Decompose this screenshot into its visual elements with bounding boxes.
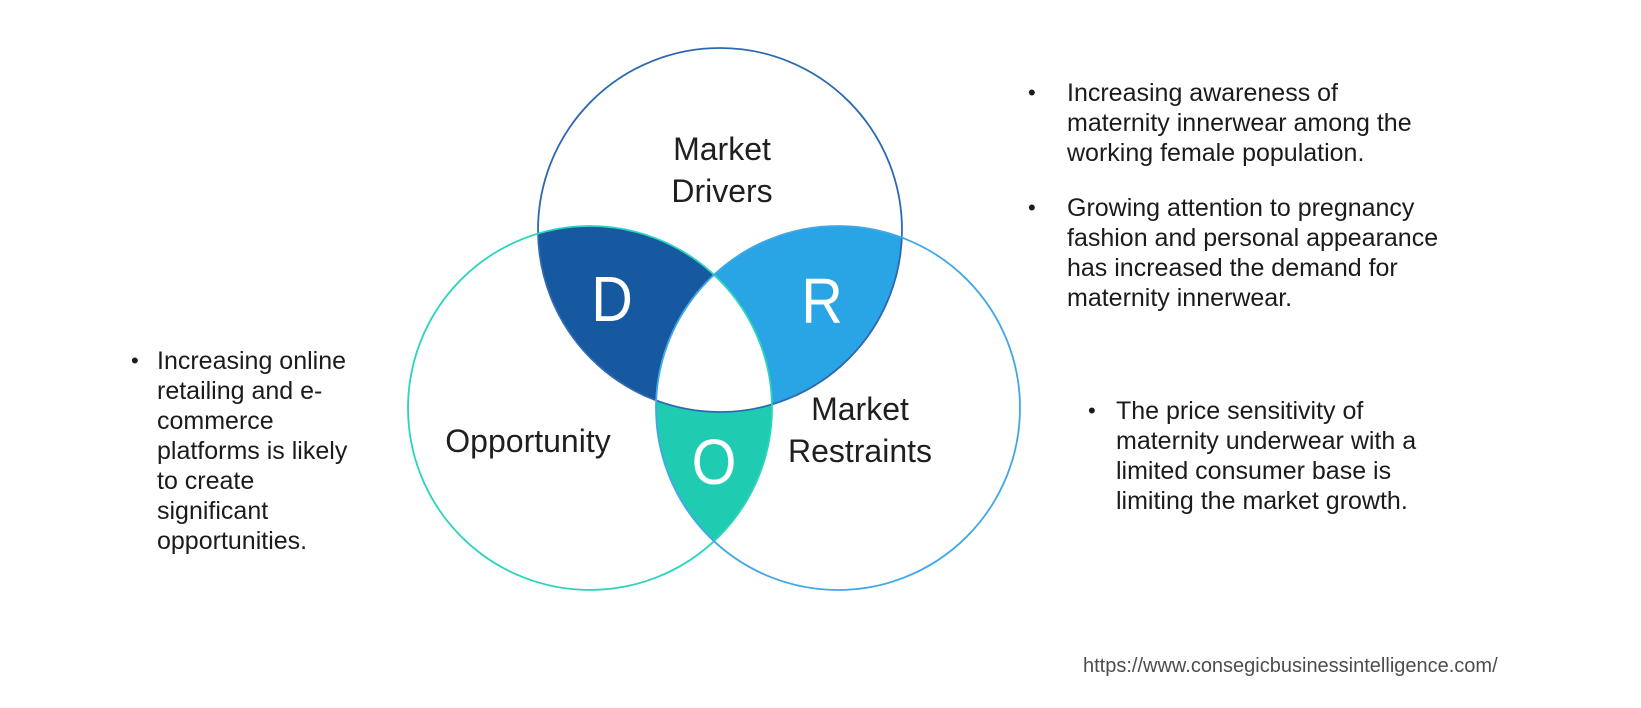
bullet-icon: • <box>1088 398 1096 423</box>
note-line: Growing attention to pregnancy <box>1067 194 1415 222</box>
note-line: to create <box>157 467 255 495</box>
opportunity-label-line1: Opportunity <box>445 423 611 459</box>
note-line: maternity innerwear among the <box>1067 109 1412 137</box>
note-line: maternity underwear with a <box>1116 427 1417 455</box>
note-line: Increasing awareness of <box>1067 79 1338 107</box>
note-line: platforms is likely <box>157 437 348 465</box>
bullet-icon: • <box>131 348 139 373</box>
note-line: opportunities. <box>157 527 308 555</box>
note-line: maternity innerwear. <box>1067 284 1293 312</box>
drivers-label: Market Drivers <box>671 128 772 212</box>
bullet-icon: • <box>1028 195 1036 220</box>
note-line: limiting the market growth. <box>1116 487 1408 515</box>
opportunity-circle-outline <box>407 225 773 591</box>
bullet-icon: • <box>1028 80 1036 105</box>
restraints-label-line1: Market <box>811 391 909 427</box>
note-line: retailing and e- <box>157 377 323 405</box>
drivers-label-line2: Drivers <box>671 173 773 209</box>
note-line: significant <box>157 497 269 525</box>
note-line: has increased the demand for <box>1067 254 1398 282</box>
restraints-region-letter: R <box>801 265 843 337</box>
note-line: The price sensitivity of <box>1116 397 1364 425</box>
restraints-label: Market Restraints <box>788 388 932 472</box>
restraints-label-line2: Restraints <box>787 433 933 469</box>
note-line: limited consumer base is <box>1116 457 1392 485</box>
drivers-circle-outline <box>537 47 903 413</box>
drivers-region-letter: D <box>591 263 633 335</box>
opportunity-label: Opportunity <box>445 420 610 462</box>
note-line: commerce <box>157 407 274 435</box>
restraints-circle-outline <box>655 225 1021 591</box>
note-line: Increasing online <box>157 347 347 375</box>
opportunity-region-letter: O <box>691 426 737 498</box>
note-line: fashion and personal appearance <box>1067 224 1439 252</box>
note-line: working female population. <box>1067 139 1365 167</box>
drivers-label-line1: Market <box>673 131 771 167</box>
source-url: https://www.consegicbusinessintelligence… <box>1083 655 1498 677</box>
